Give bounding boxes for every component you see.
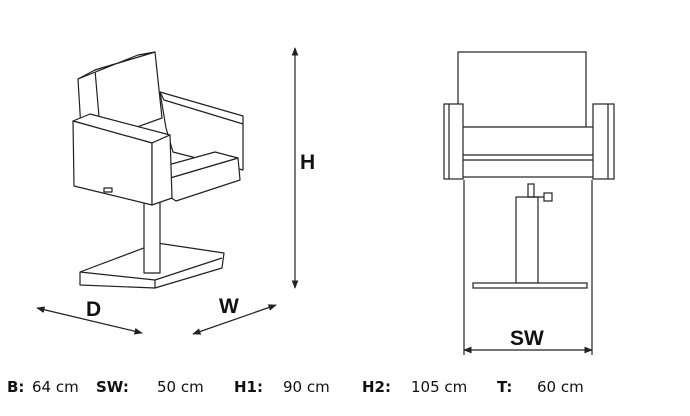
front-armrest-left bbox=[443, 103, 464, 180]
front-backrest bbox=[457, 51, 587, 128]
height-dimension: H bbox=[291, 47, 315, 289]
height-label: H bbox=[300, 151, 315, 174]
width-dimension: W bbox=[192, 295, 277, 335]
spec-sw-value: 50 cm bbox=[157, 378, 204, 396]
spec-h2-value: 105 cm bbox=[411, 378, 468, 396]
spec-sw-key: SW: bbox=[96, 378, 129, 396]
front-armrest-right bbox=[592, 103, 615, 180]
spec-h1-key: H1: bbox=[234, 378, 263, 396]
front-seat bbox=[457, 126, 597, 178]
chair-front-view bbox=[443, 51, 615, 289]
seat-width-dimension bbox=[463, 180, 593, 355]
width-label: W bbox=[219, 295, 239, 318]
chair-column bbox=[143, 197, 161, 274]
spec-b-value: 64 cm bbox=[32, 378, 79, 396]
spec-t-value: 60 cm bbox=[537, 378, 584, 396]
seat-width-label: SW bbox=[510, 327, 544, 350]
chair-perspective-view bbox=[72, 51, 244, 289]
spec-t-key: T: bbox=[497, 378, 513, 396]
spec-h2-key: H2: bbox=[362, 378, 391, 396]
front-base bbox=[472, 282, 588, 289]
depth-label: D bbox=[86, 298, 101, 321]
spec-h1-value: 90 cm bbox=[283, 378, 330, 396]
front-column bbox=[515, 196, 539, 284]
depth-dimension: D bbox=[36, 298, 143, 335]
spec-b-key: B: bbox=[7, 378, 25, 396]
specs-row: B: 64 cm SW: 50 cm H1: 90 cm H2: 105 cm … bbox=[0, 378, 690, 402]
